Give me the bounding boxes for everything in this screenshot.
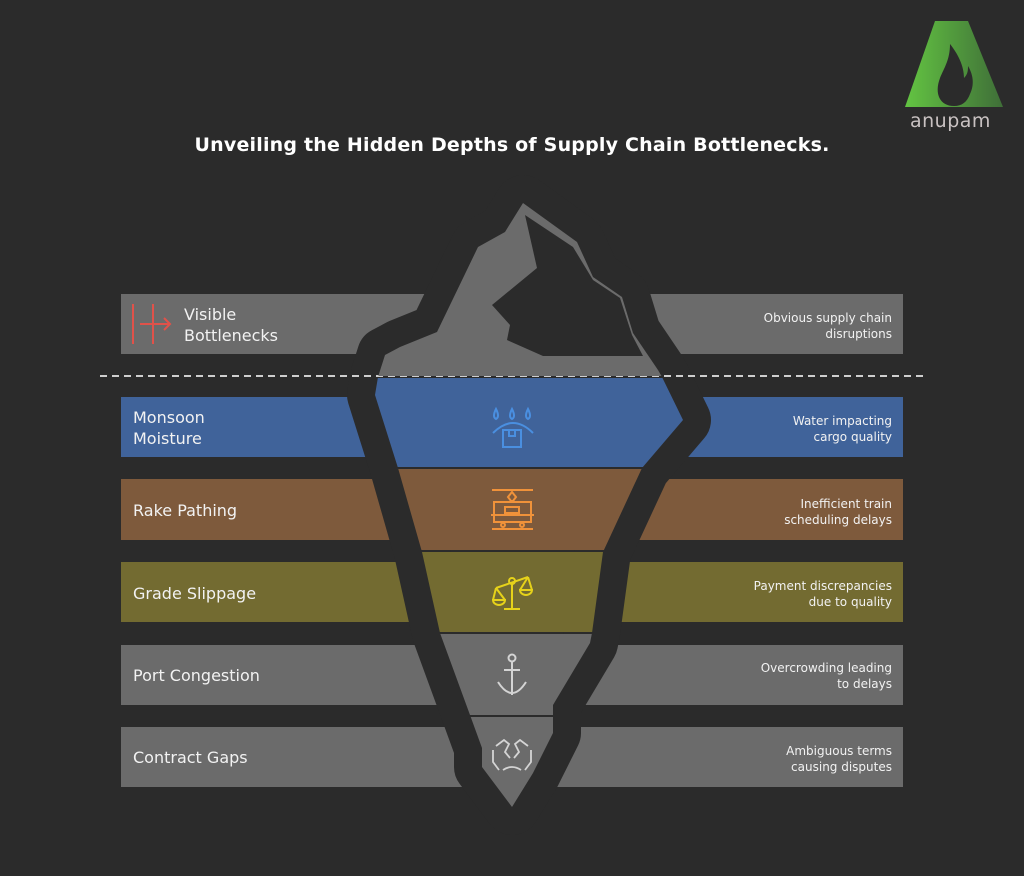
page-title: Unveiling the Hidden Depths of Supply Ch… bbox=[194, 134, 830, 156]
layer-label-visible: Visible Bottlenecks bbox=[184, 304, 278, 346]
desc-line: disruptions bbox=[825, 327, 892, 341]
layer-desc-monsoon: Water impacting cargo quality bbox=[793, 413, 892, 445]
torn-paper-icon bbox=[492, 738, 532, 771]
train-icon bbox=[491, 489, 534, 530]
layer-desc-visible: Obvious supply chain disruptions bbox=[764, 310, 892, 342]
layer-label-rake: Rake Pathing bbox=[133, 501, 238, 520]
desc-line: Overcrowding leading bbox=[760, 661, 892, 675]
layer-monsoon bbox=[375, 378, 683, 467]
layer-label-port: Port Congestion bbox=[133, 666, 260, 685]
desc-line: causing disputes bbox=[791, 760, 892, 774]
label-line: Monsoon bbox=[133, 408, 205, 427]
desc-line: scheduling delays bbox=[784, 513, 892, 527]
desc-line: Ambiguous terms bbox=[786, 744, 892, 758]
label-line: Visible bbox=[184, 305, 237, 324]
peak-shadow bbox=[492, 215, 643, 356]
anupam-logo bbox=[905, 21, 1003, 107]
desc-line: Water impacting bbox=[792, 414, 892, 428]
anchor-icon bbox=[497, 653, 527, 695]
rain-box-icon bbox=[492, 406, 534, 448]
desc-line: Payment discrepancies bbox=[753, 579, 892, 593]
layer-desc-contract: Ambiguous terms causing disputes bbox=[786, 743, 892, 775]
label-line: Bottlenecks bbox=[184, 326, 278, 345]
layer-desc-port: Overcrowding leading to delays bbox=[761, 660, 892, 692]
logo-text: anupam bbox=[910, 110, 991, 132]
scale-icon bbox=[491, 576, 534, 610]
desc-line: to delays bbox=[837, 677, 892, 691]
merge-arrow-icon bbox=[132, 304, 172, 344]
layer-desc-rake: Inefficient train scheduling delays bbox=[784, 496, 892, 528]
desc-line: cargo quality bbox=[813, 430, 893, 444]
layer-label-grade: Grade Slippage bbox=[133, 584, 257, 603]
layer-label-contract: Contract Gaps bbox=[133, 748, 248, 767]
layer-desc-grade: Payment discrepancies due to quality bbox=[754, 578, 892, 610]
desc-line: due to quality bbox=[808, 595, 892, 609]
layer-label-monsoon: Monsoon Moisture bbox=[133, 407, 205, 449]
label-line: Moisture bbox=[133, 429, 202, 448]
desc-line: Inefficient train bbox=[800, 497, 893, 511]
desc-line: Obvious supply chain bbox=[763, 311, 892, 325]
